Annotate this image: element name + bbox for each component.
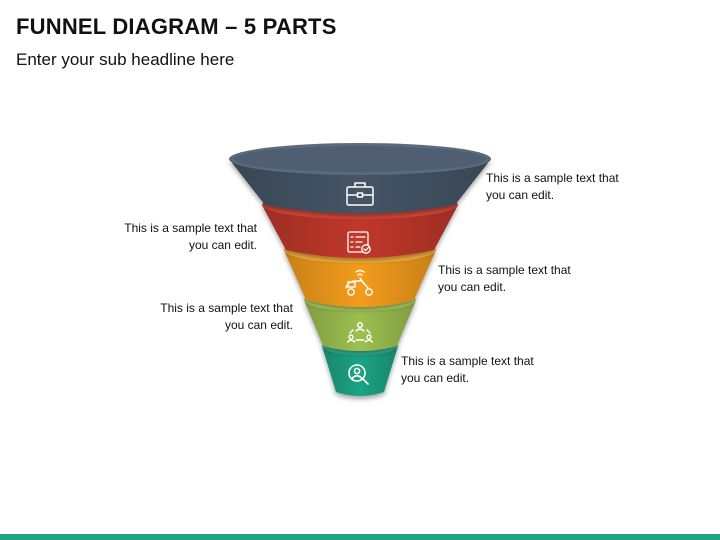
caption-line: you can edit. bbox=[401, 371, 470, 385]
caption-line: you can edit. bbox=[486, 188, 555, 202]
search-user-icon bbox=[348, 364, 369, 385]
delivery-scooter-icon bbox=[345, 269, 373, 296]
caption-line: This is a sample text that bbox=[438, 263, 571, 277]
stage-3-caption: This is a sample text that you can edit. bbox=[438, 262, 571, 296]
stage-1-caption: This is a sample text that you can edit. bbox=[486, 170, 619, 204]
caption-line: This is a sample text that bbox=[401, 354, 534, 368]
stage-5-caption: This is a sample text that you can edit. bbox=[401, 353, 534, 387]
checklist-icon bbox=[347, 231, 371, 254]
funnel-stage-1 bbox=[229, 143, 491, 214]
stage-4-caption: This is a sample text that you can edit. bbox=[160, 300, 293, 334]
caption-line: This is a sample text that bbox=[486, 171, 619, 185]
page-title: FUNNEL DIAGRAM – 5 PARTS bbox=[16, 14, 337, 39]
caption-line: This is a sample text that bbox=[160, 301, 293, 315]
caption-line: you can edit. bbox=[188, 238, 257, 252]
caption-line: you can edit. bbox=[224, 318, 293, 332]
stage-2-caption: This is a sample text that you can edit. bbox=[124, 220, 257, 254]
team-network-icon bbox=[346, 322, 374, 343]
footer-accent-bar bbox=[0, 534, 720, 540]
page-subtitle: Enter your sub headline here bbox=[16, 50, 235, 69]
caption-line: This is a sample text that bbox=[124, 221, 257, 235]
caption-line: you can edit. bbox=[438, 280, 507, 294]
briefcase-icon bbox=[346, 182, 374, 206]
